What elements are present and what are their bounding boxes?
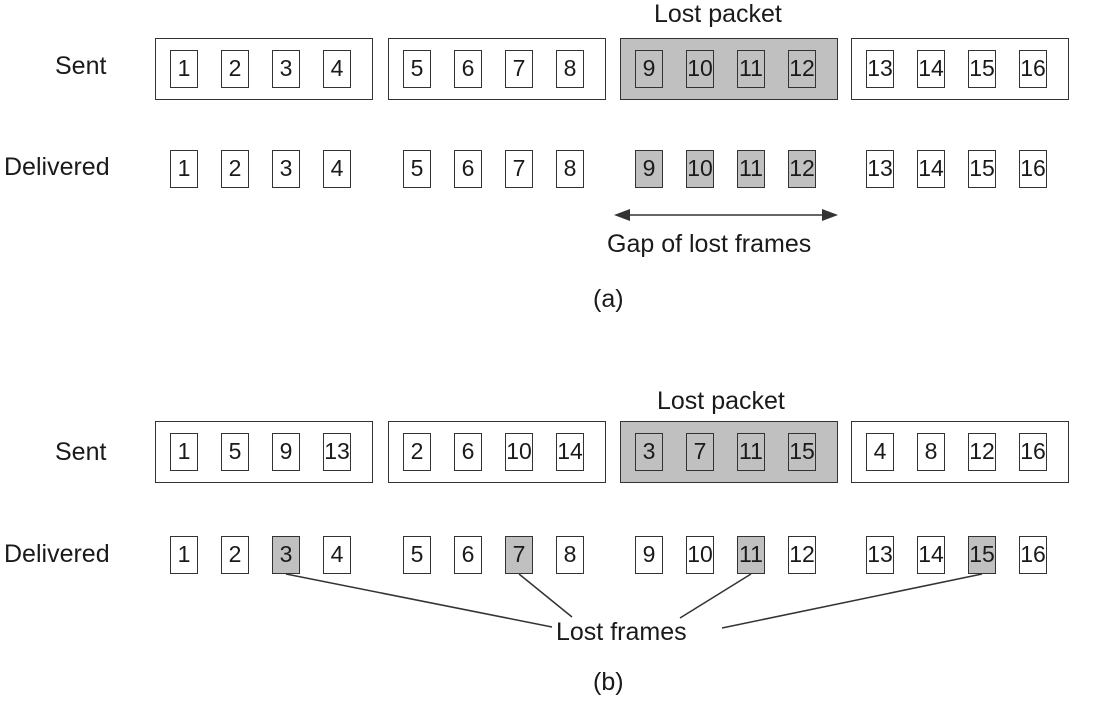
sent-frame-b-9: 9 xyxy=(272,433,300,471)
delivered-label-b: Delivered xyxy=(4,540,110,568)
delivered-frame-a-8: 8 xyxy=(556,150,584,188)
sent-label-b: Sent xyxy=(55,438,107,466)
sent-frame-a-2: 2 xyxy=(221,50,249,88)
sent-label-a: Sent xyxy=(55,52,107,80)
delivered-frame-b-1: 1 xyxy=(170,536,198,574)
delivered-frame-b-16: 16 xyxy=(1019,536,1047,574)
caption-a: (a) xyxy=(593,285,624,313)
delivered-frame-b-14: 14 xyxy=(917,536,945,574)
delivered-frame-a-12: 12 xyxy=(788,150,816,188)
delivered-frame-b-7: 7 xyxy=(505,536,533,574)
sent-frame-a-14: 14 xyxy=(917,50,945,88)
sent-frame-b-3: 3 xyxy=(635,433,663,471)
sent-frame-b-12: 12 xyxy=(968,433,996,471)
lost-packet-label-b: Lost packet xyxy=(657,387,785,415)
lost-frames-label: Lost frames xyxy=(556,618,687,646)
delivered-label-a: Delivered xyxy=(4,153,110,181)
sent-frame-a-3: 3 xyxy=(272,50,300,88)
sent-frame-b-10: 10 xyxy=(505,433,533,471)
sent-frame-b-8: 8 xyxy=(917,433,945,471)
delivered-frame-b-9: 9 xyxy=(635,536,663,574)
delivered-frame-a-6: 6 xyxy=(454,150,482,188)
delivered-frame-a-4: 4 xyxy=(323,150,351,188)
sent-frame-b-4: 4 xyxy=(866,433,894,471)
sent-frame-a-16: 16 xyxy=(1019,50,1047,88)
sent-frame-b-5: 5 xyxy=(221,433,249,471)
gap-arrow-left-head xyxy=(614,209,630,221)
lost-frame-connector-7 xyxy=(518,573,573,618)
sent-frame-a-13: 13 xyxy=(866,50,894,88)
sent-frame-a-1: 1 xyxy=(170,50,198,88)
delivered-frame-a-7: 7 xyxy=(505,150,533,188)
delivered-frame-a-2: 2 xyxy=(221,150,249,188)
gap-arrow-right-head xyxy=(822,209,838,221)
sent-frame-a-12: 12 xyxy=(788,50,816,88)
lost-frame-connector-15 xyxy=(721,573,983,629)
delivered-frame-a-16: 16 xyxy=(1019,150,1047,188)
delivered-frame-b-12: 12 xyxy=(788,536,816,574)
sent-frame-a-8: 8 xyxy=(556,50,584,88)
delivered-frame-a-5: 5 xyxy=(403,150,431,188)
sent-frame-a-9: 9 xyxy=(635,50,663,88)
sent-frame-a-11: 11 xyxy=(737,50,765,88)
sent-frame-b-11: 11 xyxy=(737,433,765,471)
delivered-frame-b-3: 3 xyxy=(272,536,300,574)
lost-frame-connector-11 xyxy=(679,573,752,619)
sent-frame-a-6: 6 xyxy=(454,50,482,88)
delivered-frame-a-1: 1 xyxy=(170,150,198,188)
lost-packet-label-a: Lost packet xyxy=(654,0,782,28)
delivered-frame-b-2: 2 xyxy=(221,536,249,574)
sent-frame-b-2: 2 xyxy=(403,433,431,471)
delivered-frame-a-9: 9 xyxy=(635,150,663,188)
caption-b: (b) xyxy=(593,668,624,696)
sent-frame-b-16: 16 xyxy=(1019,433,1047,471)
delivered-frame-a-15: 15 xyxy=(968,150,996,188)
sent-frame-b-15: 15 xyxy=(788,433,816,471)
sent-frame-b-6: 6 xyxy=(454,433,482,471)
delivered-frame-a-10: 10 xyxy=(686,150,714,188)
delivered-frame-a-3: 3 xyxy=(272,150,300,188)
delivered-frame-a-11: 11 xyxy=(737,150,765,188)
delivered-frame-b-10: 10 xyxy=(686,536,714,574)
sent-frame-b-7: 7 xyxy=(686,433,714,471)
lost-frame-connector-3 xyxy=(285,573,553,628)
delivered-frame-b-4: 4 xyxy=(323,536,351,574)
sent-frame-b-13: 13 xyxy=(323,433,351,471)
sent-frame-a-7: 7 xyxy=(505,50,533,88)
sent-frame-b-1: 1 xyxy=(170,433,198,471)
sent-frame-a-4: 4 xyxy=(323,50,351,88)
sent-frame-b-14: 14 xyxy=(556,433,584,471)
sent-frame-a-15: 15 xyxy=(968,50,996,88)
delivered-frame-a-14: 14 xyxy=(917,150,945,188)
delivered-frame-b-11: 11 xyxy=(737,536,765,574)
sent-frame-a-5: 5 xyxy=(403,50,431,88)
gap-label: Gap of lost frames xyxy=(607,230,812,258)
delivered-frame-a-13: 13 xyxy=(866,150,894,188)
delivered-frame-b-6: 6 xyxy=(454,536,482,574)
delivered-frame-b-15: 15 xyxy=(968,536,996,574)
delivered-frame-b-13: 13 xyxy=(866,536,894,574)
delivered-frame-b-5: 5 xyxy=(403,536,431,574)
sent-frame-a-10: 10 xyxy=(686,50,714,88)
delivered-frame-b-8: 8 xyxy=(556,536,584,574)
